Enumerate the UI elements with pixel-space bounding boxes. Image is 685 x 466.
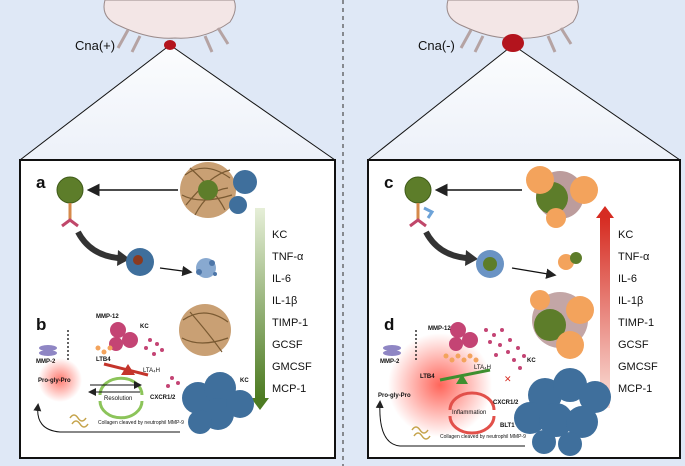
panel-letter-d: d [384, 315, 394, 334]
mouse-left-label: Cna(+) [75, 38, 115, 53]
bacterium-blocked-icon [404, 176, 435, 228]
orange-dots-right [443, 353, 479, 363]
panel-letter-b: b [36, 315, 46, 334]
cytokine-tnf-left: TNF-α [272, 251, 304, 263]
mouse-right-label: Cna(-) [418, 38, 455, 53]
panel-letter-a: a [36, 173, 46, 192]
orange-cell-icon [558, 252, 582, 270]
bacterium-icon [56, 176, 84, 228]
balance-icon-right [439, 368, 491, 384]
bacterial-clump-icon [526, 166, 598, 228]
cytokine-list-left: KC TNF-α IL-6 IL-1β TIMP-1 GCSF GMCSF MC… [272, 229, 312, 395]
cytokine-il1b-left: IL-1β [272, 295, 297, 307]
mmp12-label-left: MMP-12 [96, 314, 119, 320]
pgp-glow-left [38, 358, 82, 402]
cytokine-timp1-left: TIMP-1 [272, 317, 308, 329]
cytokine-mcp1-right: MCP-1 [618, 383, 652, 395]
blt1-label: BLT1 [500, 423, 515, 429]
inflammation-label: Inflammation [452, 410, 486, 416]
mmp12-cells-icon [109, 322, 138, 351]
cytokine-gmcsf-left: GMCSF [272, 361, 312, 373]
increase-arrow [596, 206, 614, 408]
cytokine-gcsf-right: GCSF [618, 339, 649, 351]
panel-left [19, 159, 336, 459]
fibrin-clot-b-icon [179, 304, 231, 356]
decrease-arrow [251, 208, 269, 410]
cxcr-label-right: CXCR1/2 [493, 400, 519, 406]
cytokine-timp1-right: TIMP-1 [618, 317, 654, 329]
mouse-right-icon [446, 0, 579, 53]
fibrin-clot-icon [180, 162, 257, 218]
panel-letter-c: c [384, 173, 393, 192]
ltb4-label-left: LTB4 [96, 357, 111, 363]
orange-dots-left [95, 345, 113, 355]
kc-label-left: KC [140, 324, 149, 330]
pgp-label-left: Pro-gly-Pro [38, 378, 71, 384]
collagen-icon-left [69, 414, 89, 428]
kc-label-right: KC [527, 358, 536, 364]
kc-dots-right [484, 328, 526, 370]
cytokine-list-right: KC TNF-α IL-6 IL-1β TIMP-1 GCSF GMCSF MC… [618, 229, 658, 395]
lta4h-label-left: LTA₄H [143, 368, 160, 374]
kc-label-cluster-left: KC [240, 378, 249, 384]
lysed-cell-icon [196, 258, 217, 278]
mmp2-icon-left [39, 345, 57, 356]
cytokine-il6-right: IL-6 [618, 273, 637, 285]
cytokine-gcsf-left: GCSF [272, 339, 303, 351]
mmp12-cells-right [449, 322, 478, 351]
ltb4-label-right: LTB4 [420, 374, 435, 380]
mmp2-icon-right [383, 345, 401, 356]
inflammation-glow [388, 333, 492, 437]
mmp2-label-right: MMP-2 [380, 359, 400, 365]
mmp2-label-left: MMP-2 [36, 359, 56, 365]
cytokine-kc-right: KC [618, 229, 633, 241]
bacterial-clump-d-icon [530, 290, 594, 359]
arrow-a-curve [75, 230, 119, 261]
lta4h-label-right: LTA₄H [474, 365, 491, 371]
collagen-label-right: Collagen cleaved by neutrophil MMP-9 [440, 434, 526, 440]
mmp12-label-right: MMP-12 [428, 326, 451, 332]
neutrophil-cluster-right [514, 368, 611, 456]
cytokine-gmcsf-right: GMCSF [618, 361, 658, 373]
neutrophil-icon [126, 248, 154, 276]
mouse-left-icon [103, 0, 236, 53]
resolution-label: Resolution [104, 396, 132, 402]
neutrophil-engulfed-icon [476, 250, 504, 278]
pgp-label-right: Pro-gly-Pro [378, 393, 411, 399]
inflammation-cycle-icon [448, 391, 496, 435]
cytokine-il6-left: IL-6 [272, 273, 291, 285]
collagen-label-left: Collagen cleaved by neutrophil MMP-9 [98, 420, 184, 426]
block-x-icon: ✕ [504, 374, 512, 384]
cxcr-label-left: CXCR1/2 [150, 395, 176, 401]
neutrophil-cluster-left [182, 372, 254, 434]
balance-icon-left [103, 362, 149, 377]
zoom-beam-left [20, 45, 335, 160]
cytokine-tnf-right: TNF-α [618, 251, 650, 263]
collagen-icon-right [411, 426, 431, 440]
cytokine-mcp1-left: MCP-1 [272, 383, 306, 395]
zoom-beam-right [368, 45, 680, 160]
cytokine-il1b-right: IL-1β [618, 295, 643, 307]
kc-dots-left [144, 338, 164, 356]
cytokine-kc-left: KC [272, 229, 287, 241]
